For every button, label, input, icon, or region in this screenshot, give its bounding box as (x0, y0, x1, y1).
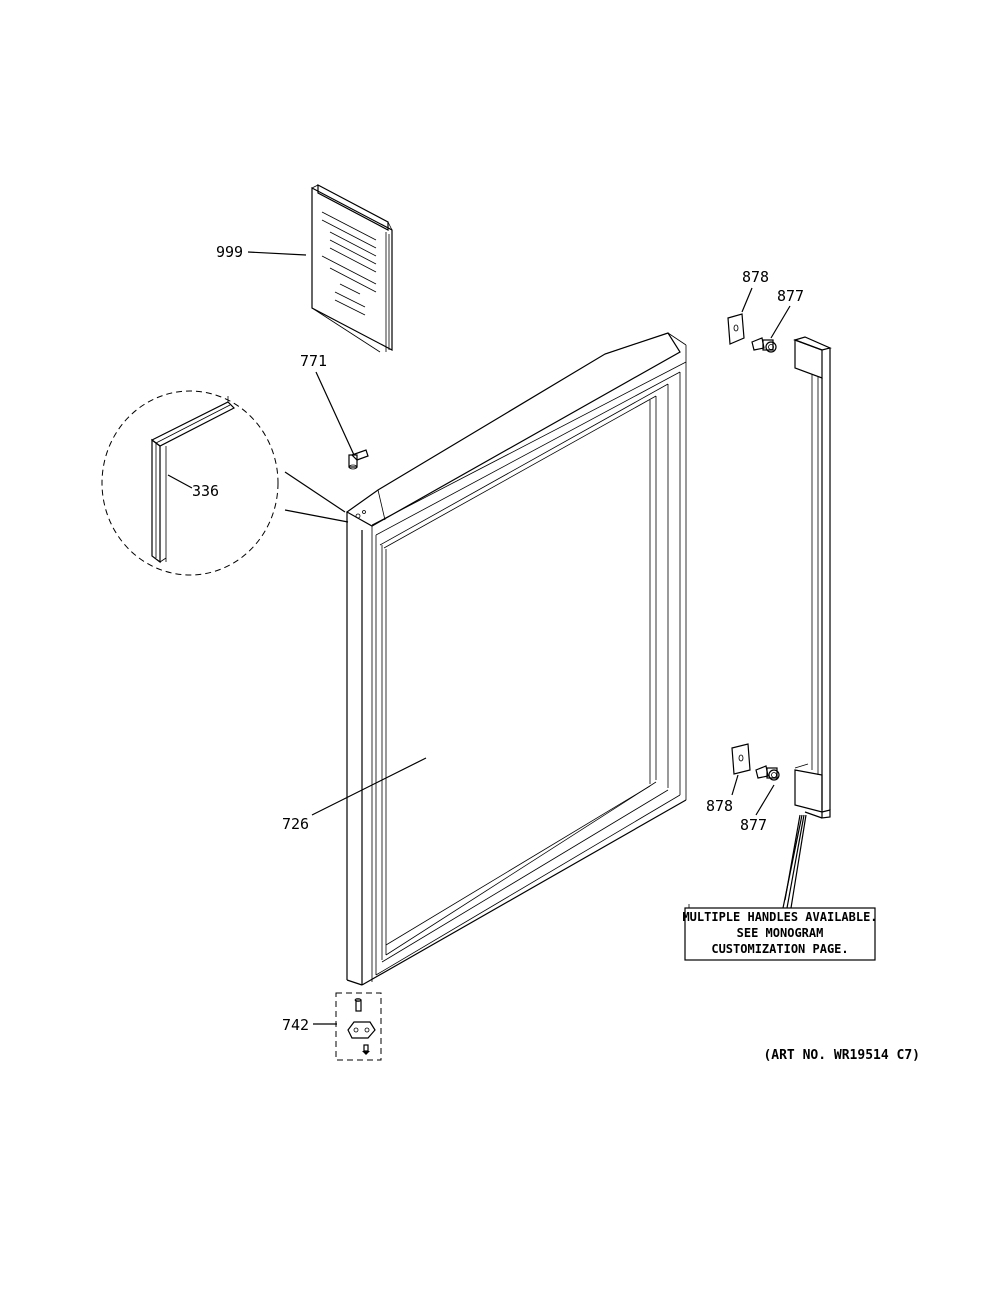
art-number: (ART NO. WR19514 C7) (763, 1048, 920, 1063)
leader-336 (167, 474, 193, 489)
callout-336: 336 (192, 482, 219, 500)
leader-878-bottom (731, 774, 739, 796)
leader-878-top (741, 287, 753, 313)
note-line-3: CUSTOMIZATION PAGE. (711, 942, 848, 956)
callout-878-bottom: 878 (706, 797, 733, 815)
bracket-top-drawing (727, 313, 745, 345)
note-leader (782, 814, 807, 909)
note-line-1: MULTIPLE HANDLES AVAILABLE. (682, 910, 877, 924)
leader-771 (315, 371, 355, 456)
callout-878-top: 878 (742, 268, 769, 286)
screw-top-drawing (751, 337, 777, 353)
callout-877-top: 877 (777, 287, 804, 305)
note-box (684, 907, 876, 961)
leader-877-top (770, 305, 791, 339)
bottom-hinge-drawing (335, 992, 382, 1061)
bracket-bottom-drawing (731, 743, 751, 775)
leader-999 (247, 251, 307, 256)
hinge-pin-drawing (348, 449, 369, 470)
callout-877-bottom: 877 (740, 816, 767, 834)
note-line-2: SEE MONOGRAM (737, 926, 824, 940)
callout-771: 771 (300, 352, 327, 370)
callout-742: 742 (282, 1016, 309, 1034)
callout-999: 999 (216, 243, 243, 261)
callout-726: 726 (282, 815, 309, 833)
screw-bottom-drawing (755, 765, 780, 781)
manual-drawing (311, 184, 393, 353)
handle-drawing (793, 336, 832, 819)
door-frame-drawing (345, 332, 687, 986)
gasket-detail (101, 390, 349, 576)
leader-877-bottom (755, 784, 775, 816)
leader-726 (311, 757, 427, 816)
